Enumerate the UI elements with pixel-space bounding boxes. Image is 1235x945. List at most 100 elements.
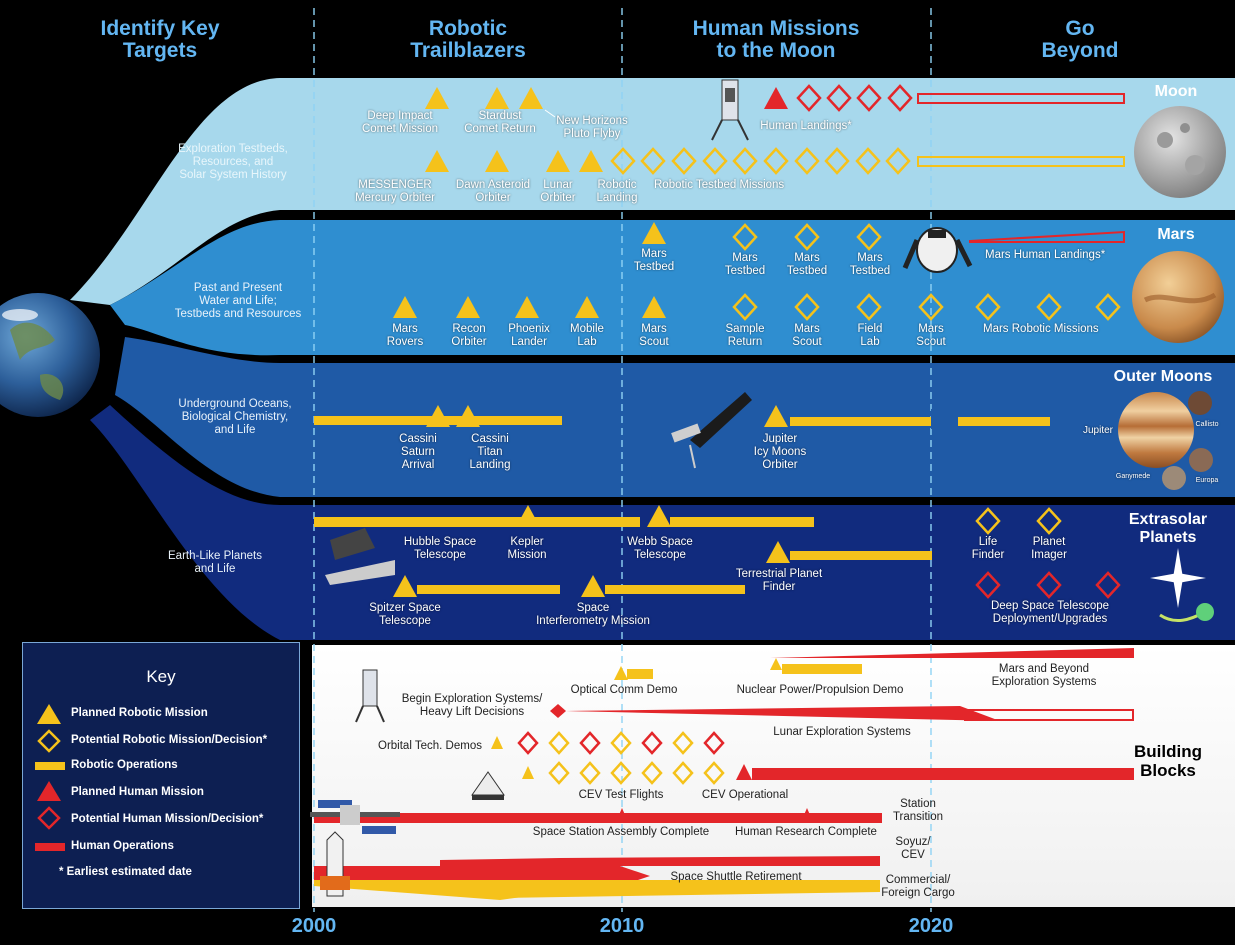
cev-ops-bar bbox=[752, 768, 1134, 780]
robotic-testbed-label: Robotic Testbed Missions bbox=[654, 179, 785, 191]
tpf-ops-bar bbox=[790, 551, 932, 560]
mars-lander-icon bbox=[902, 227, 973, 273]
key-planned-human: Planned Human Mission bbox=[71, 786, 204, 798]
human-research-label: Human Research Complete bbox=[735, 826, 877, 838]
webb-marker bbox=[647, 505, 671, 527]
space-shuttle-icon bbox=[320, 831, 350, 897]
orbital-tech-potential-markers bbox=[517, 731, 725, 755]
key-title: Key bbox=[146, 667, 176, 686]
sim-ops-bar bbox=[605, 585, 745, 594]
key-potential-human-symbol bbox=[37, 806, 61, 830]
building-blocks-marks bbox=[310, 648, 1134, 900]
mobile-lab-marker bbox=[575, 296, 599, 318]
cev-operational-label: CEV Operational bbox=[701, 789, 789, 801]
extrasolar-potential-robotic-markers bbox=[975, 507, 1062, 535]
year-2010: 2010 bbox=[599, 915, 645, 937]
key-human-ops: Human Operations bbox=[71, 840, 174, 852]
space-station-icon bbox=[310, 800, 400, 834]
cev-operational-marker bbox=[736, 764, 752, 780]
key-robotic-ops-symbol bbox=[35, 762, 65, 770]
mars-human-ops-bar bbox=[969, 230, 1125, 243]
year-gridlines bbox=[313, 8, 932, 912]
moon-band bbox=[70, 78, 1235, 305]
legend-key: Key Planned Robotic Mission Potential Ro… bbox=[22, 642, 300, 909]
optical-comm-bar bbox=[627, 669, 653, 679]
key-human-ops-symbol bbox=[35, 843, 65, 851]
outer-moons-row-marks bbox=[314, 391, 1213, 490]
key-earliest-note: * Earliest estimated date bbox=[59, 866, 192, 878]
spitzer-marker bbox=[393, 575, 417, 597]
dawn-marker bbox=[485, 150, 509, 172]
moon-human-ops-bar bbox=[917, 93, 1125, 104]
callisto-label: Callisto bbox=[1195, 421, 1219, 428]
cassini-titan-marker bbox=[456, 405, 480, 427]
outer-moons-band bbox=[115, 337, 1235, 497]
jupiter-label: Jupiter bbox=[1082, 425, 1114, 436]
webb-ops-bar bbox=[670, 517, 814, 527]
outer-moons-title: Outer Moons bbox=[1113, 368, 1213, 385]
orbital-tech-label: Orbital Tech. Demos bbox=[378, 740, 482, 752]
new-horizons-marker bbox=[519, 87, 543, 109]
key-planned-robotic-symbol bbox=[37, 704, 61, 724]
station-assembly-marker bbox=[616, 808, 628, 822]
year-2020: 2020 bbox=[908, 915, 954, 937]
human-landings-label: Human Landings* bbox=[760, 120, 852, 132]
kepler-marker bbox=[516, 505, 540, 527]
spacecraft-icon bbox=[671, 392, 752, 469]
lunar-lander-icon bbox=[711, 79, 749, 141]
jupiter-icy-marker bbox=[764, 405, 788, 427]
moon-sphere bbox=[1134, 106, 1226, 198]
lunar-systems-label: Lunar Exploration Systems bbox=[773, 726, 911, 738]
extrasolar-row-marks bbox=[314, 505, 1214, 623]
orbital-tech-marker bbox=[491, 736, 503, 749]
europa-label: Europa bbox=[1195, 477, 1219, 484]
sim-marker bbox=[581, 575, 605, 597]
soyuz-ops bbox=[440, 856, 880, 866]
optical-comm-label: Optical Comm Demo bbox=[570, 684, 678, 696]
mars-scout-1-marker bbox=[642, 296, 666, 318]
star-sparkle bbox=[1150, 548, 1214, 623]
robotic-landing-marker bbox=[579, 150, 603, 172]
cev-test-potential-markers bbox=[548, 761, 725, 785]
lunar-systems-tail bbox=[964, 709, 1134, 721]
mars-row-marks bbox=[393, 222, 1224, 343]
phoenix-marker bbox=[515, 296, 539, 318]
jupiter-sphere bbox=[1118, 392, 1194, 468]
mars-testbed-1-marker bbox=[642, 222, 666, 244]
lander-small-icon bbox=[355, 669, 385, 723]
moon-row-marks bbox=[425, 79, 1226, 198]
soyuz-label: Soyuz/CEV bbox=[895, 836, 931, 861]
jupiter-ops-bar bbox=[790, 417, 1050, 426]
callisto-sphere bbox=[1188, 391, 1212, 415]
key-planned-robotic: Planned Robotic Mission bbox=[71, 707, 208, 719]
exploration-decision-marker bbox=[550, 704, 566, 718]
ganymede-label: Ganymede bbox=[1115, 473, 1151, 480]
